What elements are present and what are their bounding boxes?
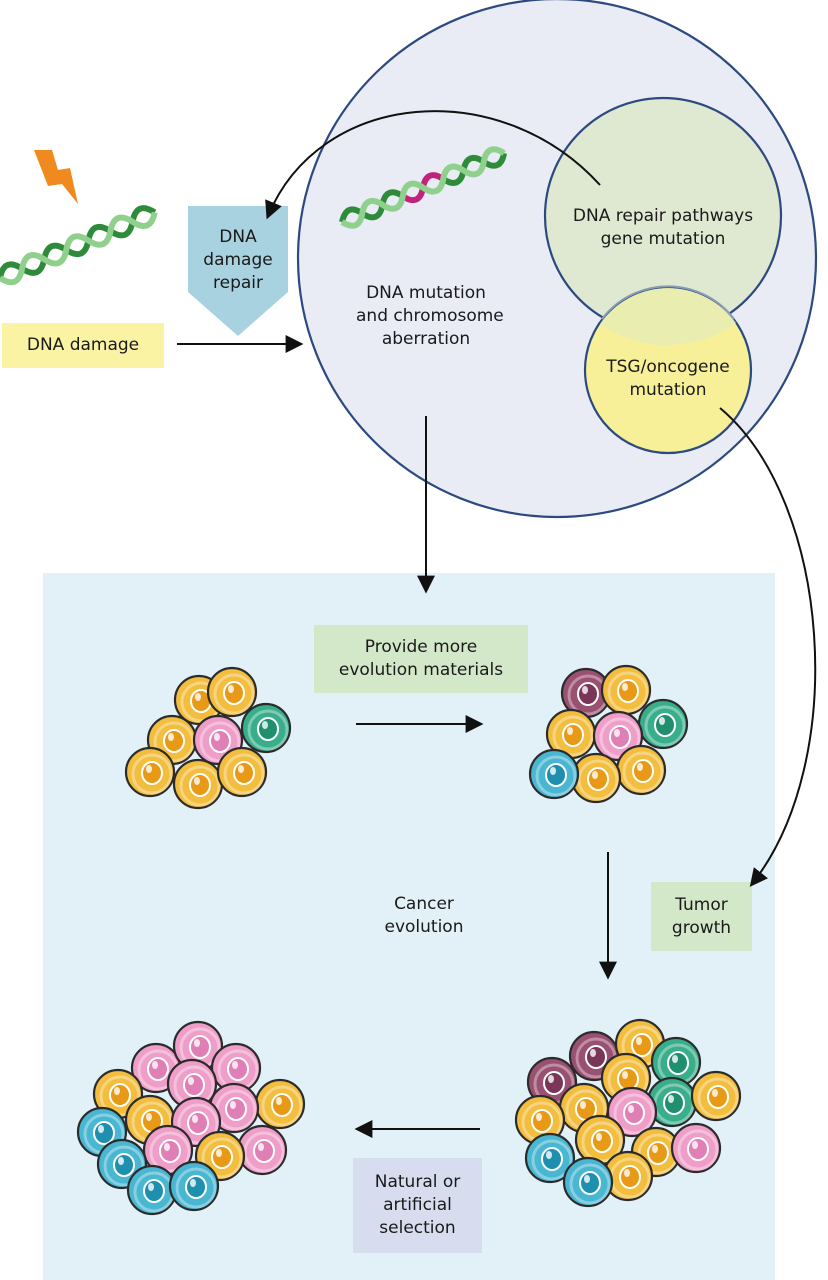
selection-box-bg bbox=[353, 1158, 482, 1253]
cell-icon bbox=[210, 1042, 262, 1094]
cell-icon bbox=[254, 1078, 306, 1130]
tumor-growth-label: Tumor growth bbox=[671, 894, 732, 938]
dna-mutation-label: DNA mutation and chromosome aberration bbox=[356, 283, 504, 349]
dna-damage-box-bg bbox=[2, 323, 164, 368]
cell-icon bbox=[574, 1114, 626, 1166]
grown-tumor-cell-cluster bbox=[514, 1018, 742, 1208]
cell-icon bbox=[568, 1030, 620, 1082]
diversified-cell-cluster bbox=[528, 664, 689, 804]
cell-icon bbox=[570, 752, 622, 804]
initial-cell-cluster bbox=[124, 666, 292, 810]
selection-label: Natural or artificial selection bbox=[374, 1172, 461, 1238]
dna-damage-label: DNA damage bbox=[26, 335, 140, 355]
repair-pentagon bbox=[188, 206, 288, 336]
provide-box-bg bbox=[314, 625, 528, 693]
tumor-box-bg bbox=[651, 882, 752, 951]
cell-icon bbox=[524, 1132, 576, 1184]
lightning-icon bbox=[34, 150, 78, 204]
cell-icon bbox=[124, 746, 176, 798]
cell-icon bbox=[606, 1086, 658, 1138]
tsg-oncogene-label: TSG/oncogene mutation bbox=[606, 357, 730, 400]
cancer-evolution-label: Cancer evolution bbox=[384, 894, 464, 937]
arrow-tsg-to-tumor bbox=[719, 407, 817, 887]
cell-icon bbox=[528, 748, 580, 800]
cell-icon bbox=[206, 666, 258, 718]
cell-icon bbox=[562, 1156, 614, 1208]
selected-cell-cluster bbox=[76, 1020, 306, 1216]
dna-helix-icon bbox=[0, 205, 158, 286]
cell-icon bbox=[514, 1094, 566, 1146]
cell-icon bbox=[600, 664, 652, 716]
cell-icon bbox=[173, 674, 225, 726]
repair-pathways-label: DNA repair pathways gene mutation bbox=[572, 206, 754, 249]
cell-icon bbox=[168, 1160, 220, 1212]
cell-icon bbox=[172, 758, 224, 810]
mutated-dna-helix-icon bbox=[339, 146, 507, 229]
overlap-region bbox=[600, 288, 736, 346]
cell-icon bbox=[126, 1164, 178, 1216]
cell-icon bbox=[690, 1070, 742, 1122]
cell-icon bbox=[637, 698, 689, 750]
arrow-pathways-to-repair bbox=[265, 110, 601, 220]
cell-icon bbox=[216, 746, 268, 798]
cell-icon bbox=[615, 744, 667, 796]
cell-icon bbox=[240, 702, 292, 754]
provide-materials-label: Provide more evolution materials bbox=[338, 637, 504, 680]
dna-damage-repair-label: DNA damage repair bbox=[203, 227, 273, 293]
cell-icon bbox=[670, 1122, 722, 1174]
cell-icon bbox=[650, 1036, 702, 1088]
pathways-circle-top-arc bbox=[601, 285, 735, 320]
cell-icon bbox=[236, 1124, 288, 1176]
cell-icon bbox=[142, 1124, 194, 1176]
